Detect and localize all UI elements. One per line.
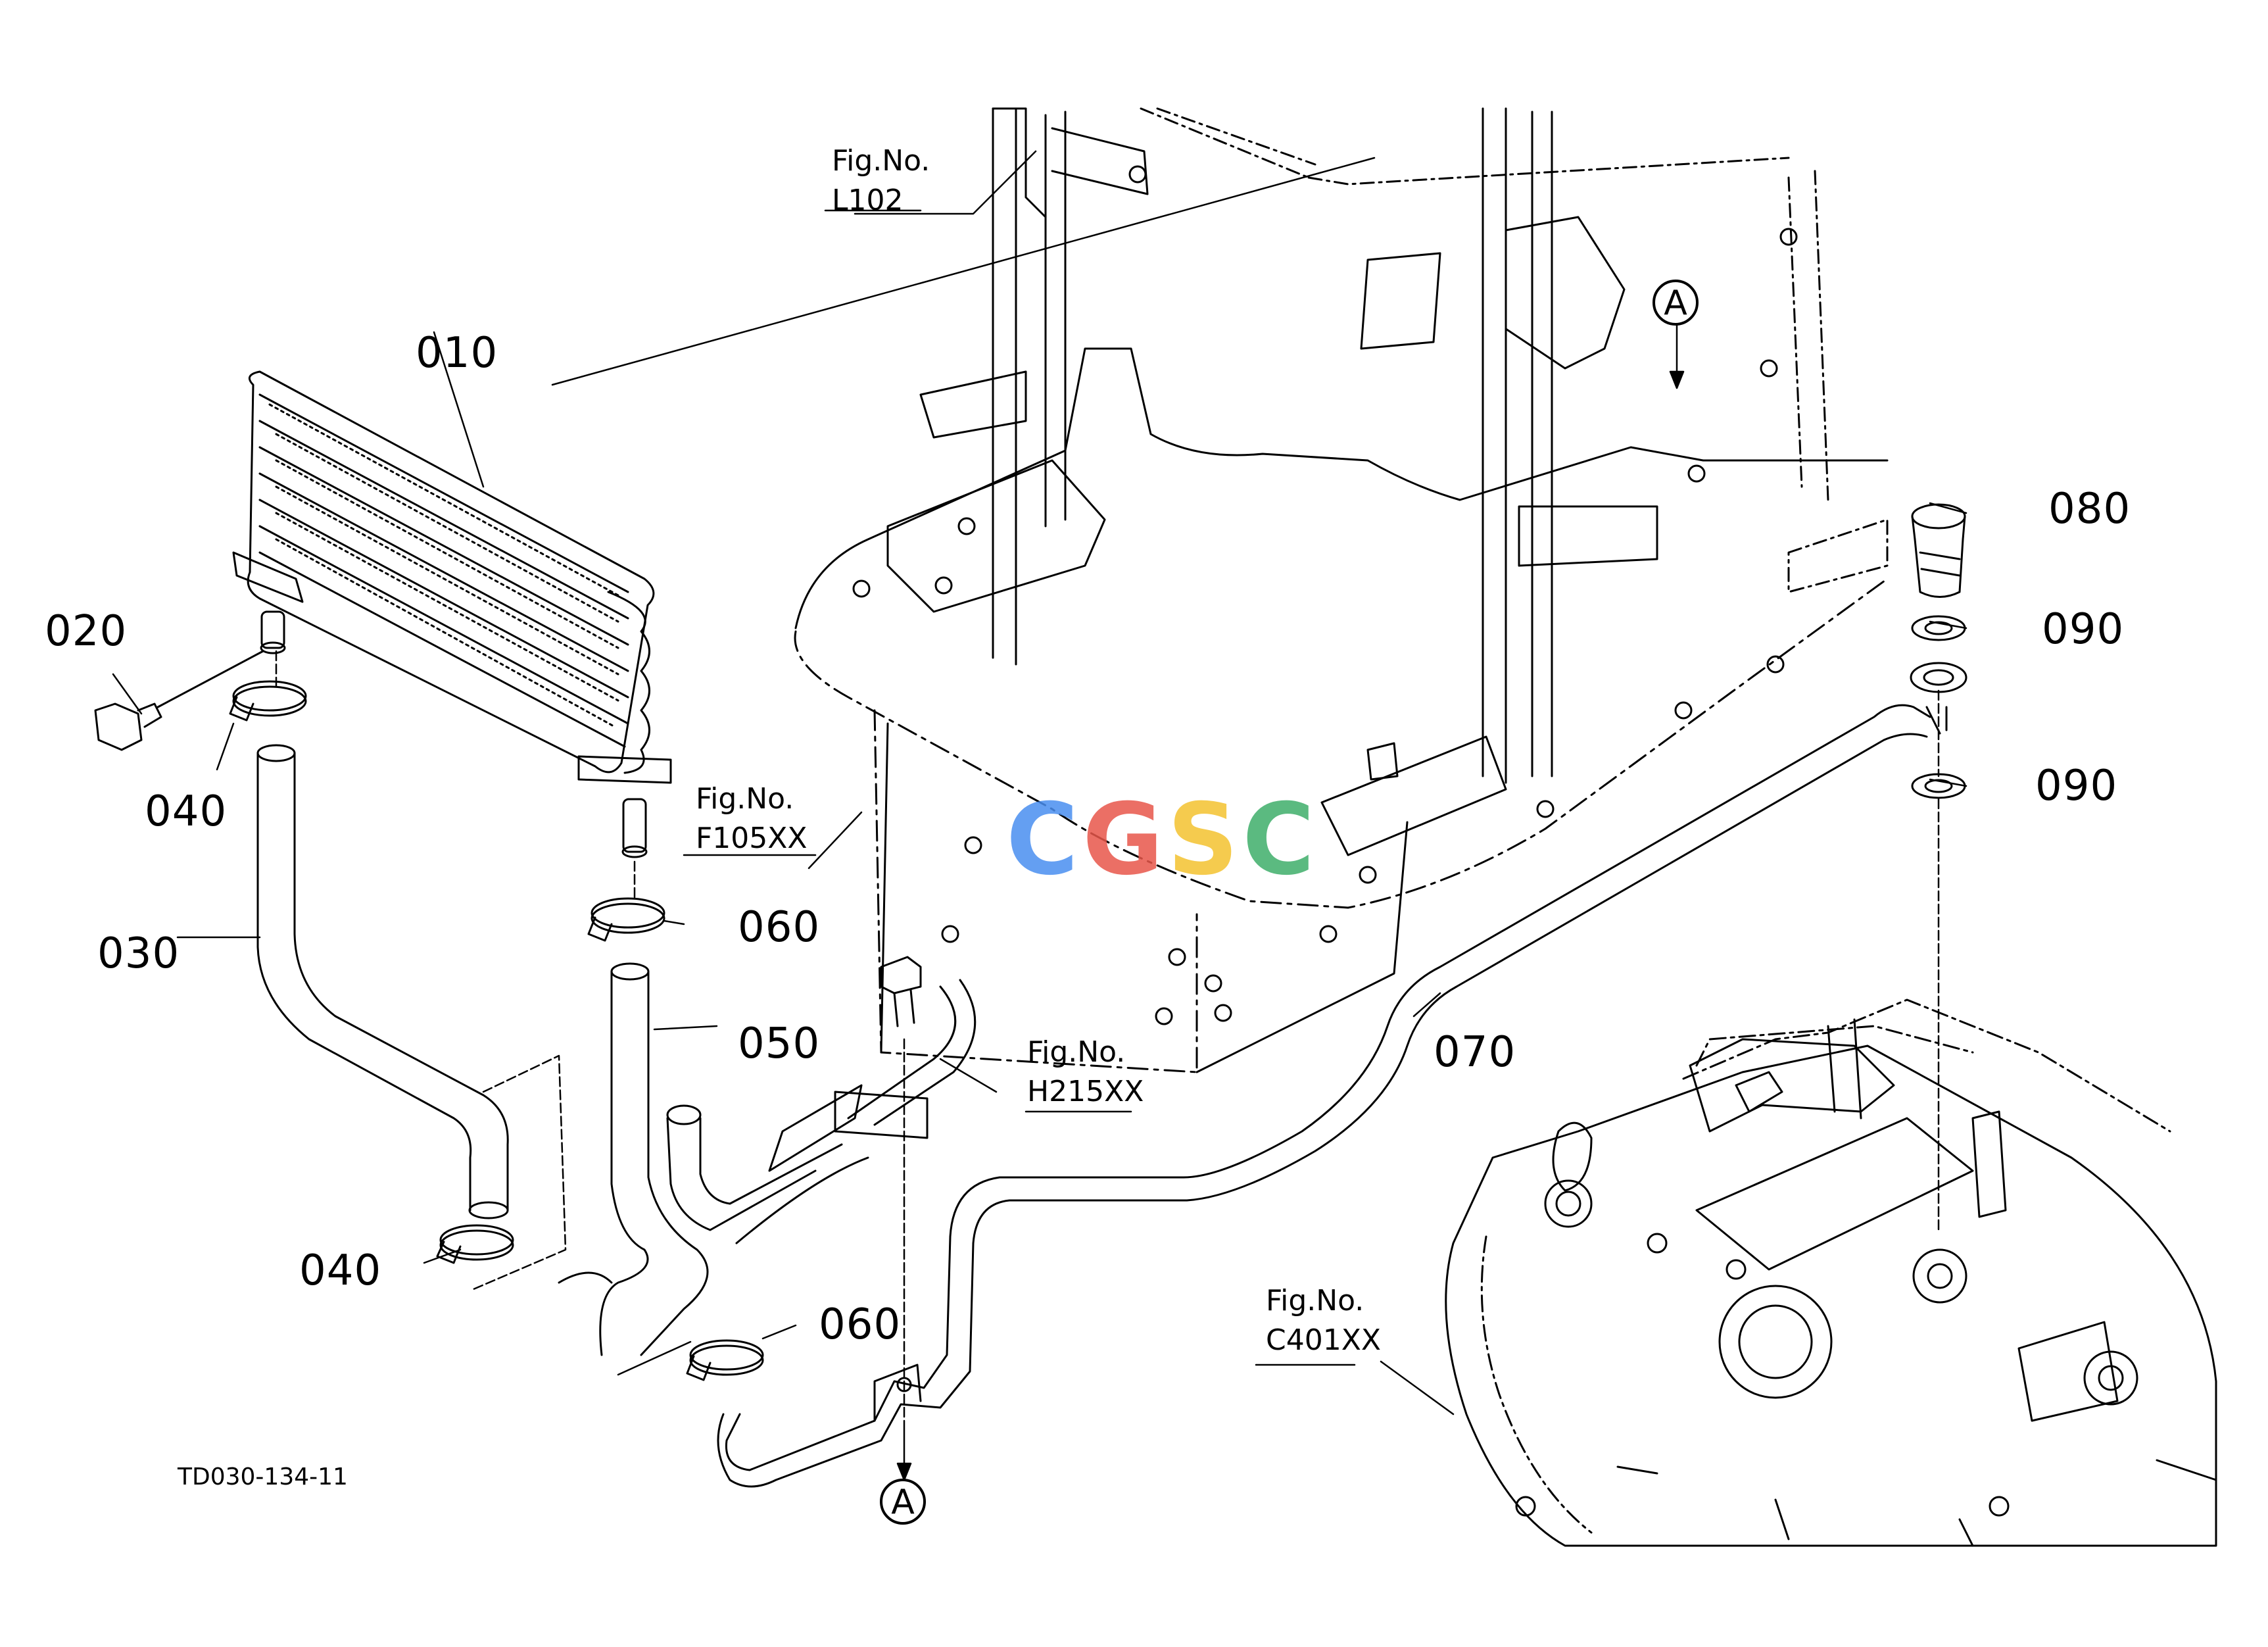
watermark-letter-s: S xyxy=(1167,783,1243,897)
figure-reference-c401xx: Fig.No. C401XX xyxy=(1266,1281,1381,1360)
part-label-090-upper: 090 xyxy=(2042,605,2125,654)
figure-reference-h215xx-line1: Fig.No. xyxy=(1027,1035,1126,1069)
figure-reference-c401xx-line1: Fig.No. xyxy=(1266,1284,1364,1317)
drawing-code: TD030-134-11 xyxy=(178,1463,348,1490)
part-label-070: 070 xyxy=(1434,1028,1516,1077)
section-callout-a-bottom: A xyxy=(880,1479,926,1525)
figure-reference-h215xx: Fig.No. H215XX xyxy=(1027,1033,1144,1112)
hose-clamps-drawing xyxy=(229,680,764,1381)
part-label-050: 050 xyxy=(738,1020,821,1068)
part-label-060-upper: 060 xyxy=(738,903,821,952)
hydraulic-line-drawing xyxy=(666,956,977,1244)
part-label-090-lower: 090 xyxy=(2035,762,2118,810)
pipe-070-drawing xyxy=(717,704,1948,1488)
figure-reference-l102-line1: Fig.No. xyxy=(832,144,930,178)
watermark-letter-g: G xyxy=(1082,783,1168,897)
figure-reference-f105xx: Fig.No. F105XX xyxy=(696,779,808,858)
figure-reference-l102: Fig.No. L102 xyxy=(832,141,930,220)
watermark-logo: CGSC xyxy=(1006,783,1318,897)
bolt-020-drawing xyxy=(94,650,264,751)
part-label-040-upper: 040 xyxy=(145,787,228,836)
part-label-060-lower: 060 xyxy=(819,1300,902,1349)
transmission-case-drawing xyxy=(1445,998,2217,1547)
leader-lines xyxy=(112,150,1967,1481)
watermark-letter-c1: C xyxy=(1006,783,1083,897)
part-label-040-lower: 040 xyxy=(299,1246,382,1295)
figure-reference-c401xx-line2: C401XX xyxy=(1266,1323,1381,1357)
part-label-080: 080 xyxy=(2048,485,2131,533)
hose-030-drawing xyxy=(256,744,509,1219)
figure-reference-l102-line2: L102 xyxy=(832,184,904,217)
oil-cooler-drawing xyxy=(232,370,672,858)
figure-reference-f105xx-line1: Fig.No. xyxy=(696,782,794,816)
hose-050-drawing xyxy=(558,962,709,1356)
banjo-fitting-drawing xyxy=(1910,503,1967,799)
section-callout-a-top: A xyxy=(1653,280,1699,326)
figure-reference-h215xx-line2: H215XX xyxy=(1027,1075,1144,1108)
part-label-010: 010 xyxy=(416,329,498,378)
part-label-030: 030 xyxy=(97,929,180,978)
watermark-letter-c2: C xyxy=(1242,783,1319,897)
part-label-020: 020 xyxy=(45,607,128,656)
frame-drawing xyxy=(794,107,1889,1073)
figure-reference-f105xx-line2: F105XX xyxy=(696,822,808,855)
